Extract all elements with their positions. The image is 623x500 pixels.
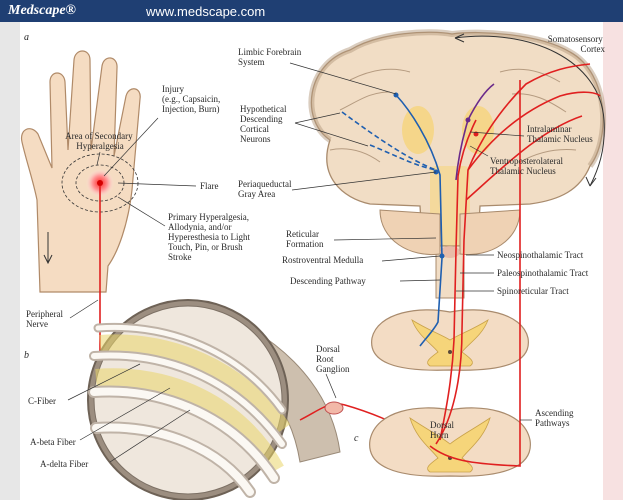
panel-tag-a: a — [24, 32, 29, 43]
neospinothalamic-label: Neospinothalamic Tract — [497, 250, 584, 260]
medscape-logo: Medscape® — [8, 3, 76, 19]
injury-label: Injury (e.g., Capsaicin, Injection, Burn… — [162, 84, 222, 114]
pain-pathway-diagram: a b c Injury (e.g., Capsaicin, Injection… — [0, 22, 623, 500]
ascending-pathways-label: Ascending Pathways — [535, 408, 576, 428]
panel-tag-c: c — [354, 433, 359, 444]
site-url: www.medscape.com — [146, 4, 265, 19]
descending-cortical-neurons-label: Hypothetical Descending Cortical Neurons — [240, 104, 289, 144]
drg-leader — [326, 374, 336, 398]
vpl-label: Ventroposterolateral Thalamic Nucleus — [490, 156, 565, 176]
primary-hyperalgesia-label: Primary Hyperalgesia, Allodynia, and/or … — [168, 212, 252, 262]
flare-label: Flare — [200, 181, 219, 191]
injury-point — [97, 180, 103, 186]
adelta-fiber-label: A-delta Fiber — [40, 459, 88, 469]
rostroventral-medulla-label: Rostroventral Medulla — [282, 255, 363, 265]
rostroventral-leader — [382, 256, 440, 261]
nerve-fiber-bundle — [88, 300, 340, 500]
right-edge-band — [603, 22, 623, 500]
hand-illustration — [22, 51, 141, 292]
peripheral-nerve-label: Peripheral Nerve — [26, 309, 65, 329]
left-edge-band — [0, 22, 20, 500]
descending-pathway-leader — [400, 280, 440, 281]
descending-pathway-label: Descending Pathway — [290, 276, 366, 286]
c-fiber-label: C-Fiber — [28, 396, 56, 406]
peripheral-nerve-leader — [70, 300, 98, 318]
reticular-formation-label: Reticular Formation — [286, 229, 324, 249]
abeta-fiber-label: A-beta Fiber — [30, 437, 76, 447]
paleospinothalamic-label: Paleospinothalamic Tract — [497, 268, 589, 278]
spinoreticular-label: Spinoreticular Tract — [497, 286, 569, 296]
dorsal-root-ganglion — [325, 402, 343, 414]
medscape-header-bar: Medscape® www.medscape.com — [0, 0, 623, 22]
dorsal-root-ganglion-label: Dorsal Root Ganglion — [316, 344, 350, 374]
upper-spinal-section — [372, 310, 529, 370]
periaqueductal-label: Periaqueductal Gray Area — [238, 179, 294, 199]
panel-tag-b: b — [24, 350, 29, 361]
